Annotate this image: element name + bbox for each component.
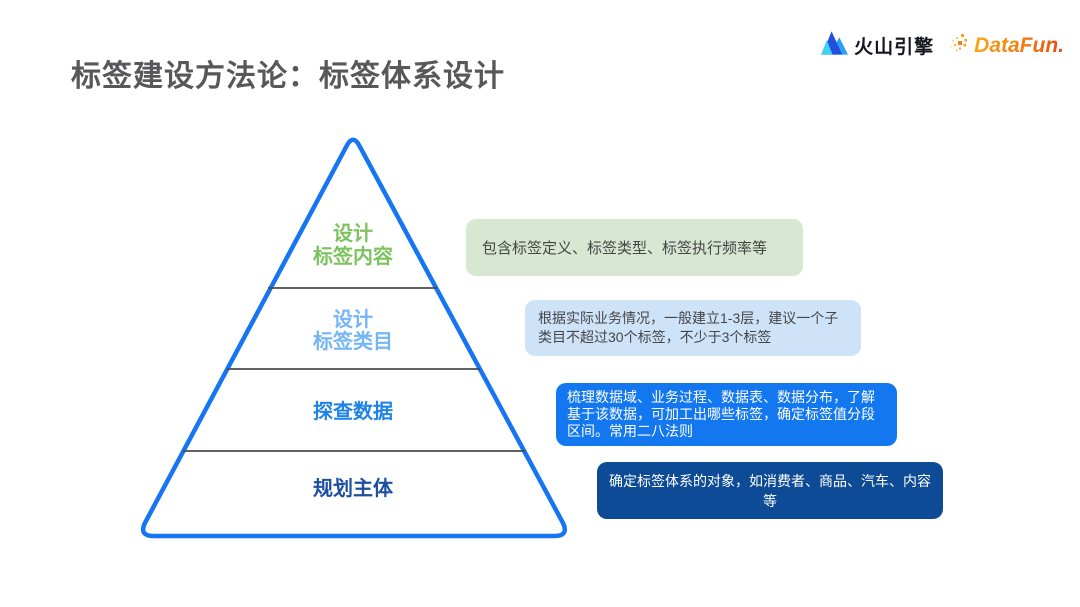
pyramid-level-2-label: 设计 标签类目: [243, 309, 463, 353]
annotation-note-level-1: 包含标签定义、标签类型、标签执行频率等: [466, 219, 803, 276]
pyramid-level-2-line2: 标签类目: [313, 331, 393, 353]
mountain-icon: [821, 31, 849, 60]
pyramid-outline: [140, 137, 568, 539]
volcano-engine-logo: 火山引擎: [821, 31, 934, 60]
pyramid-level-4-label: 规划主体: [313, 478, 393, 500]
annotation-note-level-2: 根据实际业务情况，一般建立1-3层，建议一个子类目不超过30个标签，不少于3个标…: [525, 300, 861, 356]
pyramid-level-1-label: 设计 标签内容: [243, 223, 463, 269]
pyramid-level-1-line2: 标签内容: [313, 246, 393, 268]
volcano-engine-logo-text: 火山引擎: [854, 37, 935, 58]
page-title: 标签建设方法论：标签体系设计: [71, 60, 505, 93]
pyramid-level-3-label: 探查数据: [313, 401, 393, 423]
pyramid-level-1-line1: 设计: [333, 223, 373, 245]
datafun-logo-text: DataFun.: [974, 33, 1064, 57]
annotation-note-level-4: 确定标签体系的对象，如消费者、商品、汽车、内容等: [597, 462, 943, 519]
annotation-note-2-text: 根据实际业务情况，一般建立1-3层，建议一个子类目不超过30个标签，不少于3个标…: [538, 310, 839, 345]
annotation-note-4-text: 确定标签体系的对象，如消费者、商品、汽车、内容等: [609, 472, 931, 509]
annotation-note-3-text: 梳理数据域、业务过程、数据表、数据分布，了解基于该数据，可加工出哪些标签，确定标…: [567, 389, 875, 439]
logo-bar: 火山引擎 DataFun.: [821, 31, 1064, 60]
annotation-note-1-text: 包含标签定义、标签类型、标签执行频率等: [482, 240, 768, 257]
datafun-logo: DataFun.: [950, 34, 1064, 58]
datafun-dots-icon: [950, 34, 968, 57]
pyramid-level-2-line1: 设计: [333, 309, 373, 331]
annotation-note-level-3: 梳理数据域、业务过程、数据表、数据分布，了解基于该数据，可加工出哪些标签，确定标…: [556, 383, 897, 446]
